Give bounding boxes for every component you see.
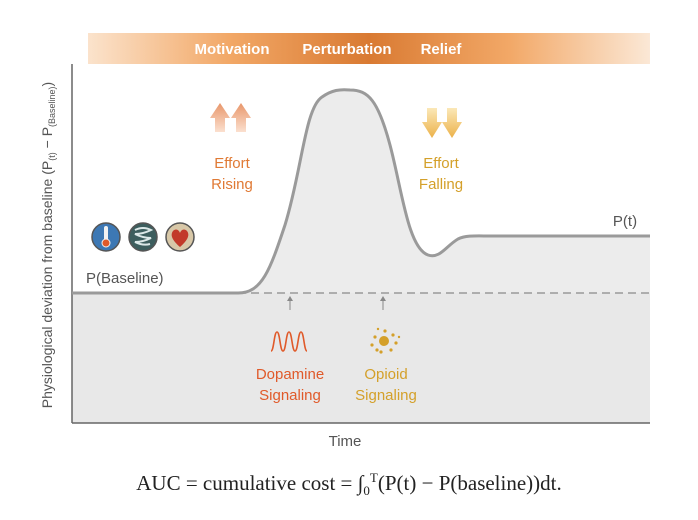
y-axis-label: Physiological deviation from baseline (P… bbox=[39, 82, 57, 408]
formula-body: (P(t) − P(baseline))dt. bbox=[377, 471, 562, 495]
formula-lhs: AUC = cumulative cost = bbox=[136, 471, 358, 495]
dopamine-pointer-arrow-icon bbox=[287, 296, 293, 310]
heart-icon bbox=[165, 222, 195, 252]
phase-bar bbox=[88, 33, 650, 64]
effort-rising-line2: Rising bbox=[211, 176, 253, 193]
opioid-label-line2: Signaling bbox=[355, 387, 417, 404]
effort-falling-line2: Falling bbox=[419, 176, 463, 193]
below-baseline-region bbox=[72, 293, 650, 423]
integral-upper-limit: T bbox=[369, 470, 378, 485]
auc-formula: AUC = cumulative cost = ∫0T(P(t) − P(bas… bbox=[0, 470, 698, 499]
p-t-curve bbox=[72, 88, 650, 295]
phase-label-perturbation: Perturbation bbox=[302, 41, 391, 58]
opioid-pointer-arrow-icon bbox=[380, 296, 386, 310]
p-t-label: P(t) bbox=[613, 213, 637, 230]
phase-label-motivation: Motivation bbox=[195, 41, 270, 58]
opioid-dots-icon bbox=[370, 327, 401, 354]
p-baseline-label: P(Baseline) bbox=[86, 270, 164, 287]
opioid-label-line1: Opioid bbox=[364, 366, 407, 383]
x-axis-label: Time bbox=[329, 433, 362, 450]
phase-label-relief: Relief bbox=[421, 41, 463, 58]
dopamine-label-line2: Signaling bbox=[259, 387, 321, 404]
dopamine-spikes-icon bbox=[270, 331, 308, 352]
thermometer-icon bbox=[91, 222, 121, 252]
effort-rising-arrows-icon bbox=[210, 103, 251, 132]
effort-falling-arrows-icon bbox=[422, 108, 462, 138]
effort-falling-line1: Effort bbox=[423, 155, 459, 172]
integral-lower-limit: 0 bbox=[363, 483, 370, 499]
curve-area bbox=[72, 89, 650, 293]
intestine-icon bbox=[128, 222, 158, 252]
integral-symbol: ∫ bbox=[357, 471, 364, 495]
dopamine-label-line1: Dopamine bbox=[256, 366, 324, 383]
effort-rising-line1: Effort bbox=[214, 155, 250, 172]
